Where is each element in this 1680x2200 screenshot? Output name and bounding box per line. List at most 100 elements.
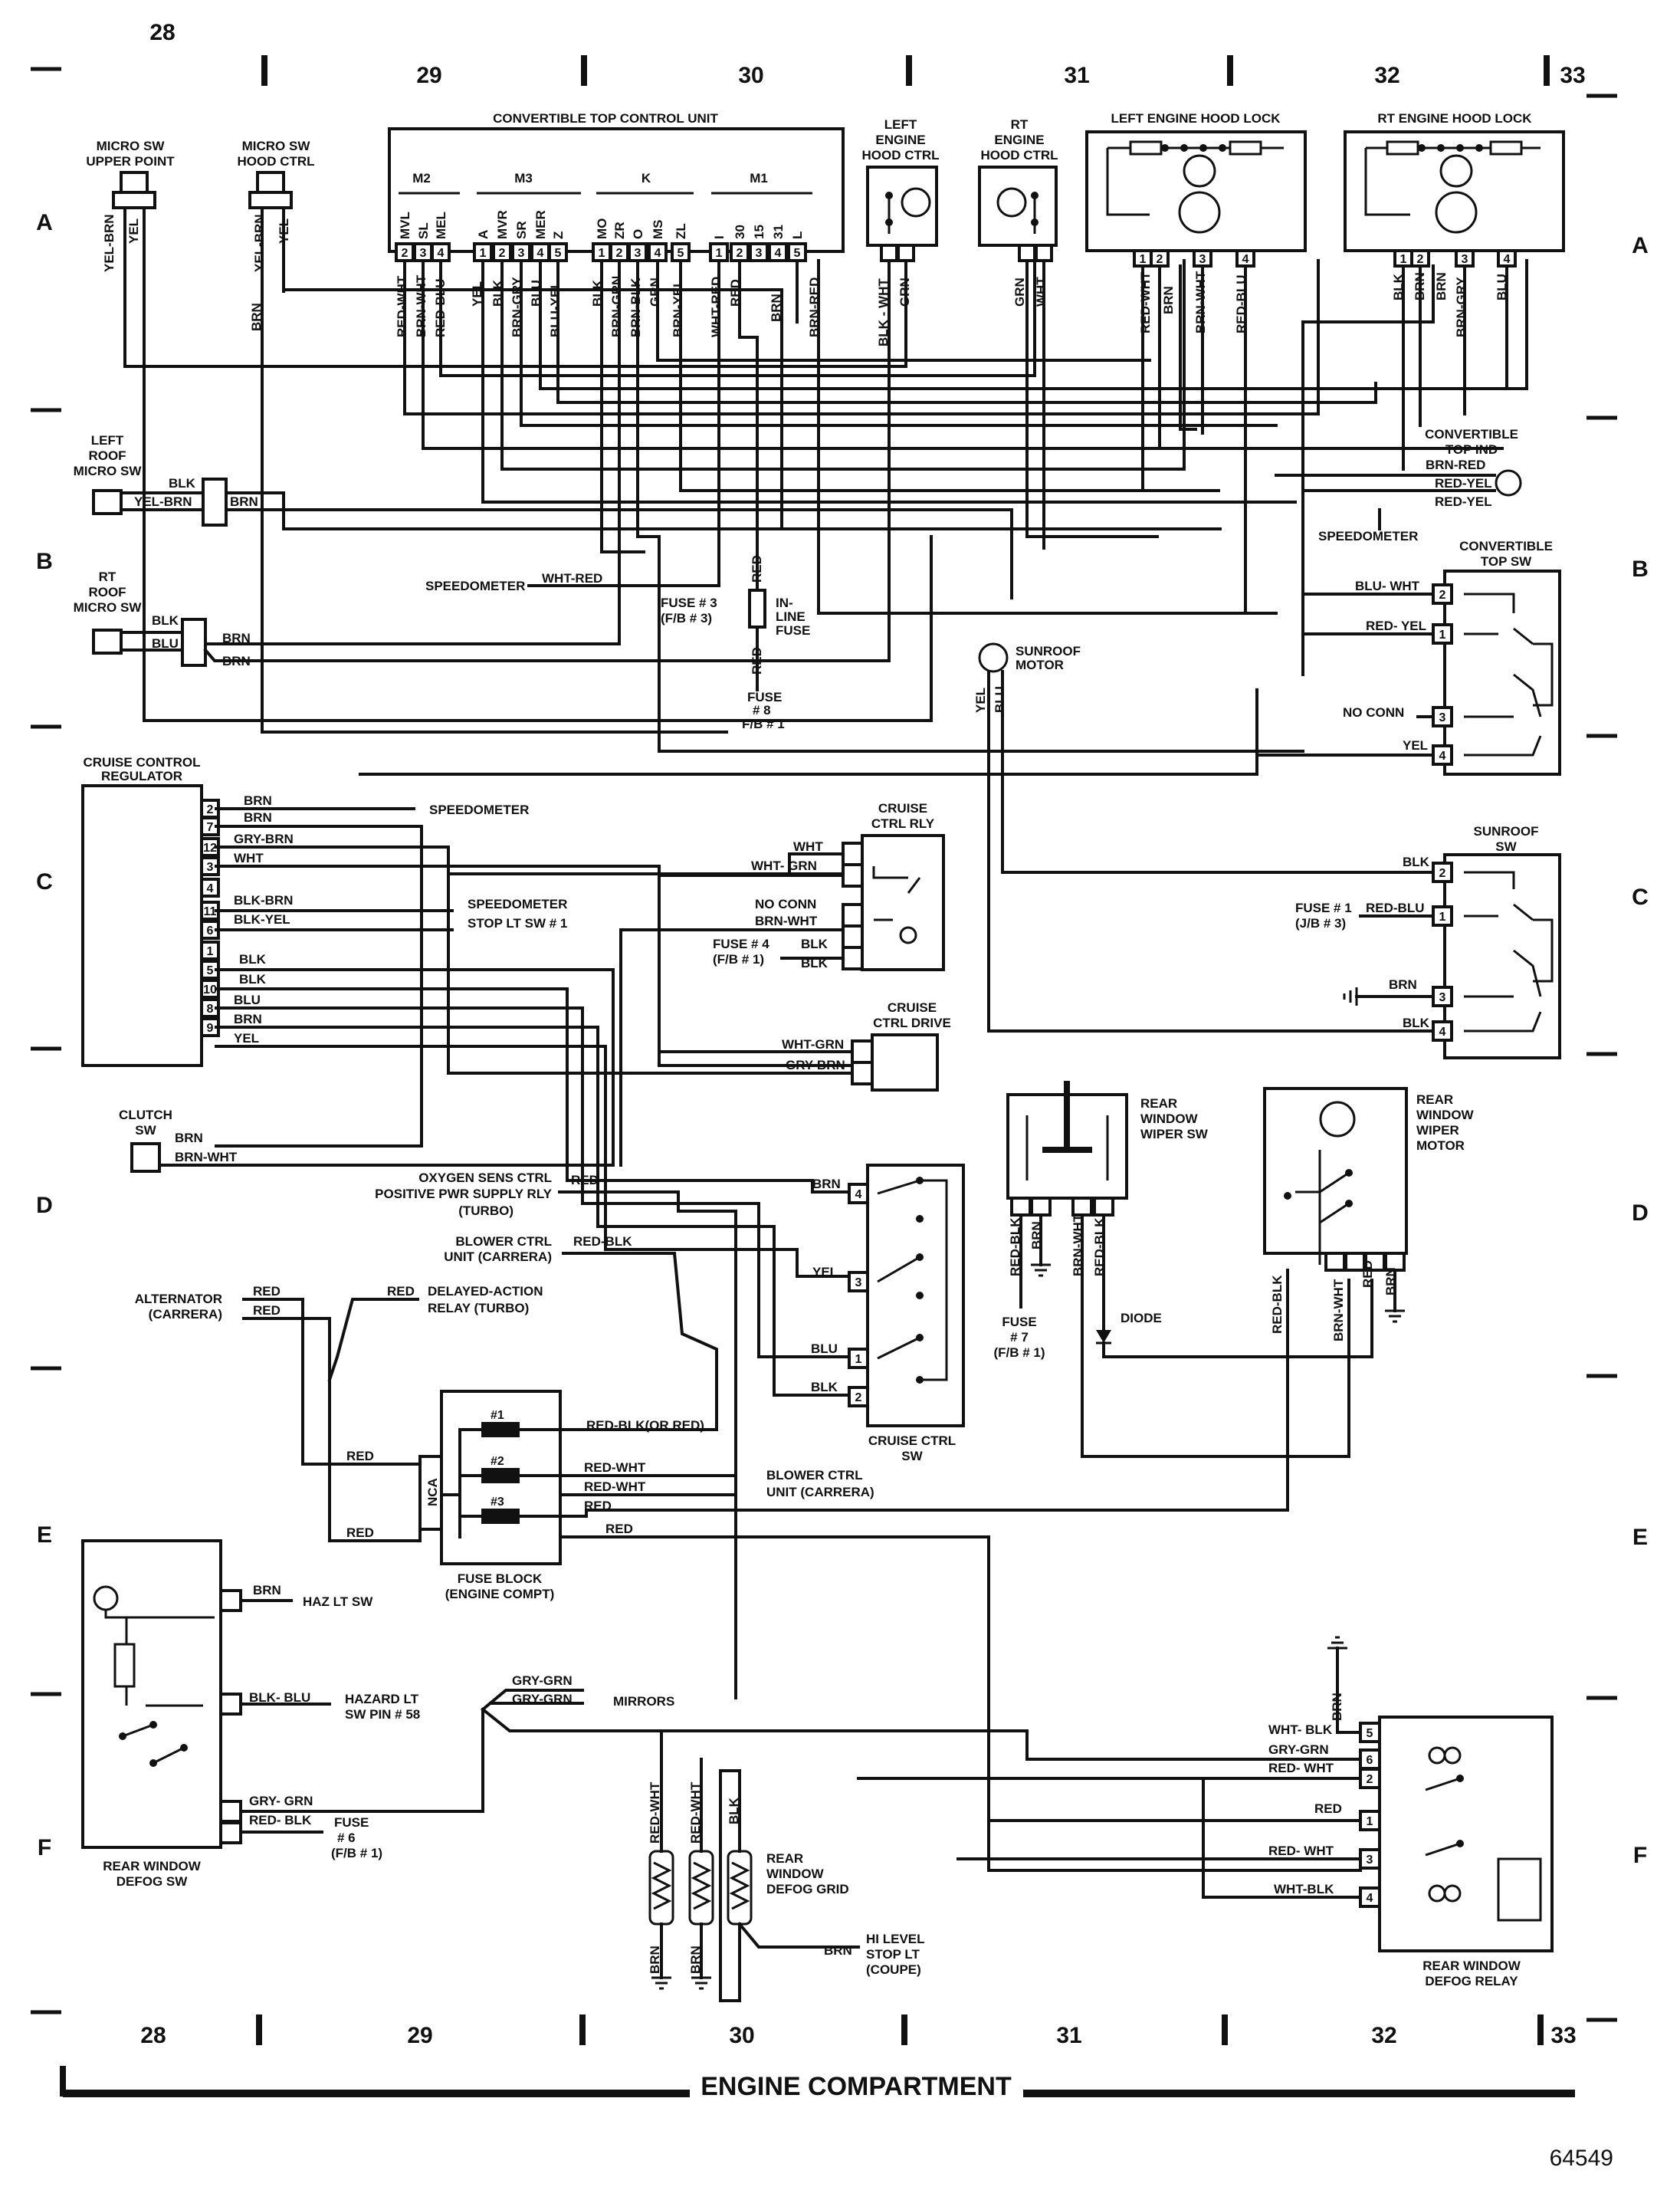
- svg-text:BRN: BRN: [1389, 977, 1417, 992]
- svg-text:# 7: # 7: [1010, 1330, 1029, 1345]
- svg-text:WHT-RED: WHT-RED: [709, 277, 724, 337]
- regulator-pin-number: 10: [203, 983, 217, 997]
- svg-text:BRN-BLK: BRN-BLK: [628, 277, 643, 337]
- tcu-pin-number: 2: [616, 247, 623, 260]
- left-roof-micro-sw: LEFT ROOF MICRO SW BLK YEL-BRN BRN: [74, 433, 1222, 599]
- regulator-pin-number: 3: [207, 861, 214, 874]
- svg-text:RED: RED: [253, 1303, 281, 1318]
- svg-text:MIRRORS: MIRRORS: [613, 1694, 674, 1709]
- svg-text:BRN-GRY: BRN-GRY: [1454, 277, 1468, 337]
- svg-text:HOOD CTRL: HOOD CTRL: [980, 148, 1058, 163]
- svg-text:RED-YEL: RED-YEL: [1435, 494, 1492, 509]
- svg-text:BRN: BRN: [812, 1177, 841, 1191]
- svg-text:3: 3: [855, 1276, 862, 1289]
- tcu-pin-number: 3: [756, 247, 763, 260]
- svg-text:ROOF: ROOF: [88, 585, 126, 599]
- svg-text:WINDOW: WINDOW: [1416, 1108, 1475, 1122]
- micro-sw-upper-point: MICRO SW UPPER POINT YEL-BRN YEL: [86, 139, 175, 272]
- svg-text:CONVERTIBLE: CONVERTIBLE: [1425, 427, 1518, 442]
- svg-text:SPEEDOMETER: SPEEDOMETER: [468, 897, 567, 911]
- defog-relay-pin-number: 2: [1367, 1773, 1373, 1786]
- row-label-f-right: F: [1633, 1843, 1647, 1868]
- svg-text:YEL-BRN: YEL-BRN: [252, 214, 267, 272]
- tcu-pin-number: 1: [716, 247, 723, 260]
- svg-text:BLK- BLU: BLK- BLU: [249, 1690, 310, 1705]
- col-label-30-bottom: 30: [729, 2023, 754, 2048]
- svg-text:CLUTCH: CLUTCH: [119, 1108, 172, 1122]
- svg-text:YEL: YEL: [470, 281, 484, 307]
- svg-text:WINDOW: WINDOW: [1140, 1111, 1199, 1126]
- svg-text:WHT-RED: WHT-RED: [542, 571, 602, 586]
- svg-text:GRY-BRN: GRY-BRN: [786, 1058, 845, 1072]
- svg-text:SPEEDOMETER: SPEEDOMETER: [429, 803, 529, 817]
- row-label-b-right: B: [1632, 557, 1649, 582]
- svg-text:(F/B # 1): (F/B # 1): [993, 1345, 1045, 1360]
- tcu-pin-number: 3: [420, 247, 427, 260]
- svg-text:RELAY (TURBO): RELAY (TURBO): [428, 1301, 529, 1315]
- svg-text:RT ENGINE HOOD LOCK: RT ENGINE HOOD LOCK: [1377, 111, 1532, 126]
- svg-text:HAZ LT SW: HAZ LT SW: [303, 1594, 373, 1609]
- svg-text:CRUISE: CRUISE: [888, 1000, 937, 1015]
- row-b-loop-wires: [143, 288, 1304, 776]
- svg-text:RED-BLK: RED-BLK: [573, 1234, 632, 1249]
- tcu-pin: [768, 242, 788, 262]
- defog-relay-pin-number: 1: [1367, 1815, 1373, 1828]
- regulator-pin: [200, 941, 220, 960]
- svg-text:BLK-YEL: BLK-YEL: [234, 912, 290, 927]
- svg-text:CRUISE CTRL: CRUISE CTRL: [868, 1433, 956, 1448]
- svg-text:FUSE # 3: FUSE # 3: [661, 596, 717, 610]
- col-label-30: 30: [738, 63, 763, 88]
- row-label-b: B: [36, 549, 53, 574]
- svg-text:WHT-BLK: WHT-BLK: [1274, 1882, 1334, 1896]
- tcu-terminal-label: MVL: [398, 212, 412, 239]
- svg-text:BLK: BLK: [727, 1797, 741, 1824]
- svg-text:BLU: BLU: [152, 636, 179, 651]
- tcu-pin-number: 2: [499, 247, 506, 260]
- svg-text:NO CONN: NO CONN: [755, 897, 816, 911]
- svg-text:FUSE # 4: FUSE # 4: [713, 937, 769, 951]
- col-label-32: 32: [1374, 63, 1399, 88]
- defog-relay-pin-number: 4: [1367, 1892, 1373, 1905]
- regulator-pin-number: 7: [207, 821, 214, 834]
- svg-text:HOOD CTRL: HOOD CTRL: [861, 148, 939, 163]
- svg-text:BRN: BRN: [249, 303, 264, 331]
- svg-text:RED-BLK(OR RED): RED-BLK(OR RED): [586, 1418, 704, 1433]
- svg-text:GRY-BRN: GRY-BRN: [234, 832, 294, 846]
- alternator: ALTERNATOR (CARRERA) RED RED: [135, 1284, 400, 1542]
- svg-text:BRN-WHT: BRN-WHT: [175, 1150, 238, 1164]
- rear-window-wiper-motor: REAR WINDOW WIPER MOTOR RED-BLK BRN-WHT …: [585, 1087, 1475, 1512]
- svg-text:MICRO SW: MICRO SW: [242, 139, 311, 153]
- svg-text:CRUISE: CRUISE: [878, 801, 927, 816]
- svg-text:YEL: YEL: [234, 1031, 259, 1046]
- svg-text:CRUISE CONTROL: CRUISE CONTROL: [84, 755, 201, 770]
- svg-text:1: 1: [855, 1353, 862, 1366]
- convertible-top-sw-pin-number: 4: [1439, 750, 1446, 763]
- svg-text:M3: M3: [514, 171, 533, 186]
- row-label-a: A: [36, 210, 53, 235]
- tcu-pin: [749, 242, 769, 262]
- svg-text:ALTERNATOR: ALTERNATOR: [135, 1292, 222, 1306]
- svg-text:DEFOG GRID: DEFOG GRID: [766, 1882, 849, 1896]
- svg-text:RED: RED: [571, 1173, 599, 1187]
- svg-text:BRN-WHT: BRN-WHT: [414, 274, 428, 337]
- svg-text:STOP LT: STOP LT: [866, 1947, 920, 1962]
- svg-text:HI LEVEL: HI LEVEL: [866, 1932, 925, 1946]
- row-ab-wires: [123, 206, 1528, 734]
- svg-text:RED-BLK: RED-BLK: [1008, 1217, 1022, 1276]
- svg-text:DELAYED-ACTION: DELAYED-ACTION: [428, 1284, 543, 1299]
- rear-window-defog-grid: RED-WHT RED-WHT BLK REAR WINDOW DEFOG GR…: [648, 1731, 925, 2002]
- svg-text:ENGINE: ENGINE: [994, 133, 1044, 147]
- svg-text:ROOF: ROOF: [88, 448, 126, 463]
- svg-text:(J/B # 3): (J/B # 3): [1295, 916, 1346, 931]
- regulator-wires: BRN BRN GRY-BRN WHT BLK-BRN BLK-YEL BLK …: [159, 793, 852, 1397]
- svg-text:3: 3: [1199, 253, 1206, 266]
- svg-text:DEFOG SW: DEFOG SW: [116, 1874, 189, 1889]
- col-label-32-bottom: 32: [1371, 2023, 1396, 2048]
- col-label-33: 33: [1560, 63, 1585, 88]
- tcu-terminal-label: SR: [514, 221, 529, 239]
- svg-text:BLK: BLK: [239, 972, 267, 987]
- svg-text:UNIT (CARRERA): UNIT (CARRERA): [444, 1249, 552, 1264]
